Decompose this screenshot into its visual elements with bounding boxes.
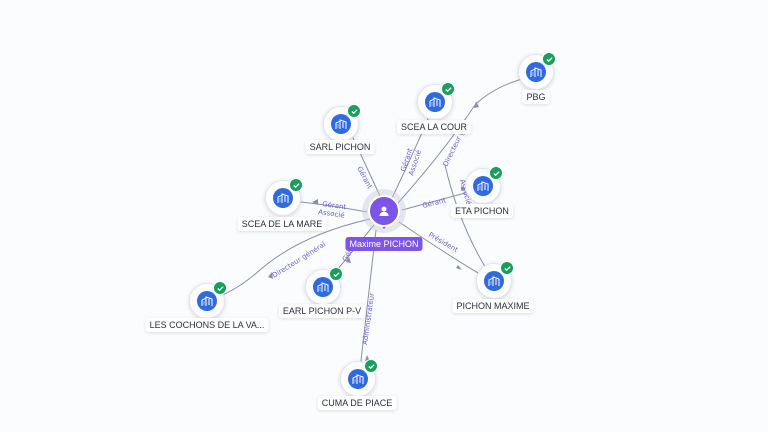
company-label-les-cochons[interactable]: LES COCHONS DE LA VA... bbox=[145, 318, 269, 332]
check-icon bbox=[213, 281, 227, 295]
check-icon bbox=[500, 261, 514, 275]
arrow-pichon-maxime bbox=[456, 265, 462, 270]
company-node-cuma-de-piace[interactable] bbox=[340, 359, 378, 397]
company-node-pichon-maxime[interactable] bbox=[476, 261, 514, 299]
check-icon bbox=[329, 267, 343, 281]
check-icon bbox=[347, 104, 361, 118]
company-node-sarl-pichon[interactable] bbox=[323, 104, 361, 142]
company-node-les-cochons[interactable] bbox=[189, 281, 227, 319]
building-icon bbox=[473, 176, 493, 196]
building-icon bbox=[313, 277, 333, 297]
company-node-eta-pichon[interactable] bbox=[465, 166, 503, 204]
person-node[interactable] bbox=[362, 189, 406, 233]
arrow-les-cochons bbox=[268, 272, 273, 279]
edge-sarl-pichon bbox=[347, 126, 381, 197]
person-label[interactable]: Maxime PICHON bbox=[345, 237, 423, 251]
company-label-pbg[interactable]: PBG bbox=[522, 90, 550, 104]
arrow-scea-de-la-mare bbox=[312, 199, 318, 205]
company-node-pbg[interactable] bbox=[518, 52, 556, 90]
company-node-earl-pichon[interactable] bbox=[305, 267, 343, 305]
arrow-earl-pichon bbox=[346, 257, 351, 263]
building-icon bbox=[484, 271, 504, 291]
edge-label-scea-de-la-mare-1: Gérant bbox=[322, 200, 347, 211]
company-node-scea-la-cour[interactable] bbox=[417, 82, 455, 120]
edge-les-cochons bbox=[209, 218, 371, 301]
building-icon bbox=[197, 291, 217, 311]
company-node-scea-de-la-mare[interactable] bbox=[265, 178, 303, 216]
edge-pbg bbox=[397, 75, 534, 204]
company-label-scea-la-cour[interactable]: SCEA LA COUR bbox=[396, 120, 472, 134]
edge-label-scea-de-la-mare-2: Associé bbox=[318, 208, 345, 220]
building-icon bbox=[526, 62, 546, 82]
company-label-eta-pichon[interactable]: ETA PICHON bbox=[451, 204, 513, 218]
check-icon bbox=[489, 166, 503, 180]
edge-label-cuma-de-piace: Administrateur bbox=[361, 292, 376, 345]
company-label-cuma-de-piace[interactable]: CUMA DE PIACE bbox=[317, 396, 397, 410]
edge-cuma-de-piace bbox=[358, 229, 377, 379]
company-label-earl-pichon[interactable]: EARL PICHON P-V bbox=[278, 304, 366, 318]
edge-label-sarl-pichon: Gérant bbox=[355, 165, 373, 190]
company-label-scea-de-la-mare[interactable]: SCEA DE LA MARE bbox=[237, 217, 327, 231]
building-icon bbox=[331, 114, 351, 134]
company-label-pichon-maxime[interactable]: PICHON MAXIME bbox=[452, 299, 534, 313]
check-icon bbox=[364, 359, 378, 373]
arrow-pbg bbox=[474, 101, 479, 108]
check-icon bbox=[441, 82, 455, 96]
check-icon bbox=[289, 178, 303, 192]
edge-label-eta-pichon: Gérant bbox=[422, 196, 448, 210]
person-icon bbox=[368, 195, 400, 227]
building-icon bbox=[425, 92, 445, 112]
check-icon bbox=[542, 52, 556, 66]
building-icon bbox=[273, 188, 293, 208]
company-label-sarl-pichon[interactable]: SARL PICHON bbox=[305, 140, 375, 154]
building-icon bbox=[348, 369, 368, 389]
edge-label-pichon-maxime: Président bbox=[427, 231, 459, 254]
